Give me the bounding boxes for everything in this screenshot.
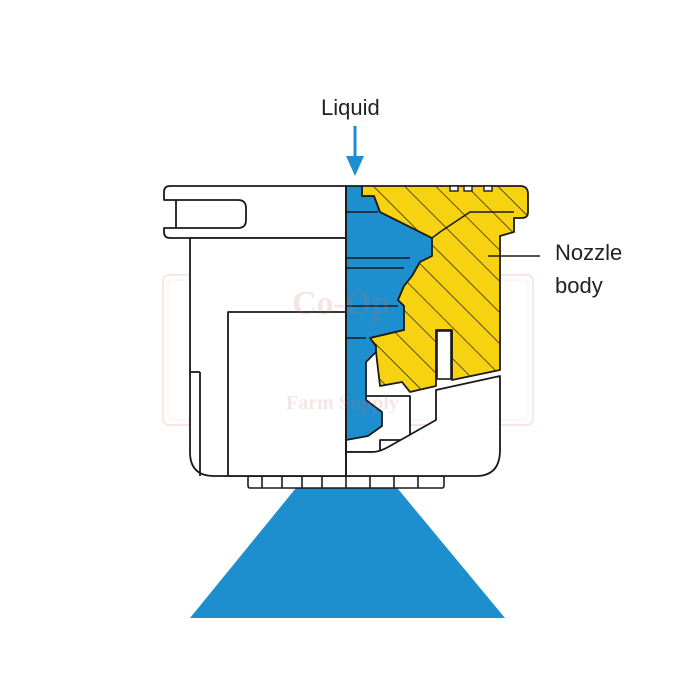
nozzle-body-label-line1: Nozzle: [555, 240, 623, 265]
liquid-label: Liquid: [321, 95, 380, 120]
watermark-line1: Co-Op: [292, 285, 391, 322]
nozzle-body: [361, 185, 529, 393]
nozzle-body-top-slots: [449, 185, 493, 192]
nozzle-body-details: [431, 211, 514, 380]
arrow-down-icon: [346, 126, 364, 176]
watermark-line2: Farm Supply: [286, 392, 399, 414]
nozzle-housing-exterior: [163, 185, 347, 477]
nozzle-tip-ring: [247, 475, 445, 489]
nozzle-body-label-line2: body: [555, 273, 603, 298]
liquid-channel-details: [346, 211, 410, 339]
spray-fan: [190, 483, 505, 618]
